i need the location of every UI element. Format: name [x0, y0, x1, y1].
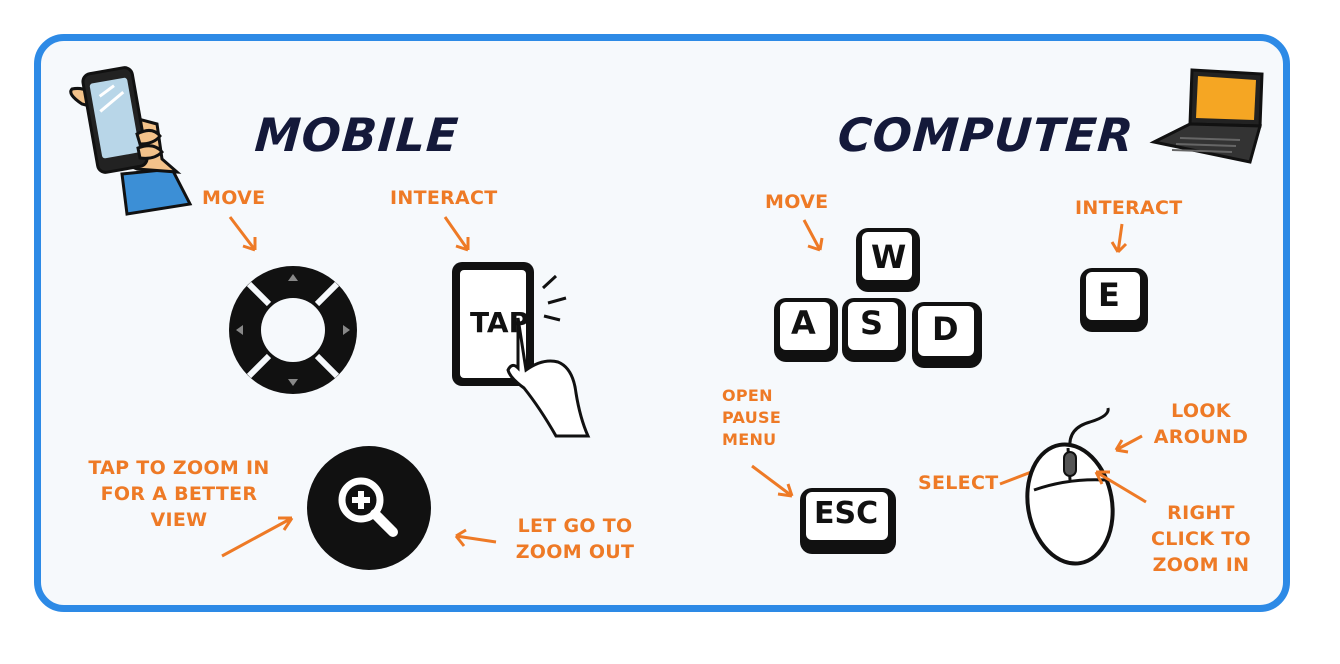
e-key-icon [1080, 268, 1148, 332]
computer-move-label: MOVE [765, 191, 829, 213]
right-click-label: RIGHT CLICK TO ZOOM IN [1151, 502, 1251, 576]
zoom-in-label: TAP TO ZOOM IN FOR A BETTER VIEW [88, 457, 270, 531]
mobile-move-label: MOVE [202, 187, 266, 209]
computer-interact-label: INTERACT [1075, 197, 1183, 219]
mouse-icon [1025, 407, 1115, 566]
zoom-out-label: LET GO TO ZOOM OUT [515, 515, 635, 563]
mobile-interact-label: INTERACT [390, 187, 498, 209]
esc-key-icon [800, 488, 896, 554]
esc-key-label: ESC [814, 496, 879, 531]
pause-label: OPEN PAUSE MENU [722, 386, 782, 449]
d-key-label: D [932, 310, 959, 348]
arrow-icon [454, 528, 497, 547]
laptop-icon [1149, 68, 1264, 164]
look-around-label: LOOK AROUND [1153, 400, 1249, 448]
tap-text: TAP [470, 306, 530, 339]
s-key-label: S [860, 304, 884, 342]
select-label: SELECT [918, 472, 999, 494]
arrow-icon [221, 516, 294, 558]
w-key-label: W [871, 238, 907, 276]
arrow-icon [1114, 434, 1143, 454]
hand-phone-icon [69, 66, 193, 216]
w-key [856, 228, 920, 292]
dpad-icon [229, 266, 357, 394]
arrow-icon [1110, 223, 1128, 254]
arrow-icon [751, 464, 794, 498]
mobile-title: MOBILE [253, 108, 461, 162]
tap-tablet-icon [452, 262, 591, 438]
arrow-icon [443, 216, 470, 252]
computer-title: COMPUTER [836, 108, 1136, 162]
arrow-icon [1094, 470, 1147, 504]
e-key-label: E [1098, 276, 1120, 314]
a-key-label: A [791, 304, 816, 342]
wasd-keys-icon [774, 228, 982, 368]
arrow-icon [228, 216, 257, 252]
arrow-icon [802, 219, 824, 252]
zoom-icon[interactable] [307, 446, 431, 570]
